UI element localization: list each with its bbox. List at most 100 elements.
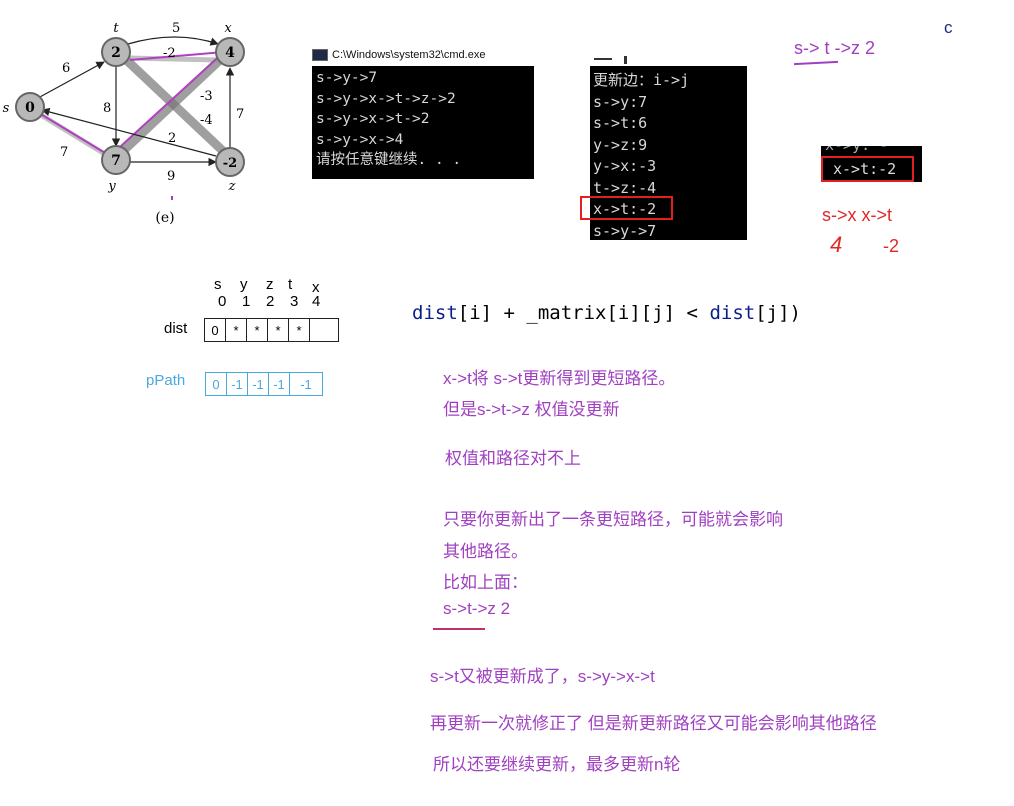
code-part: [j]) xyxy=(755,302,801,324)
edge-label: -2 xyxy=(163,46,176,61)
node-y: 7 y xyxy=(101,145,131,194)
index-1: 1 xyxy=(242,293,251,310)
ppath-cell: -1 xyxy=(268,372,290,396)
svg-text:-2: -2 xyxy=(223,156,237,171)
edge-label: 9 xyxy=(167,169,175,184)
edge-label: -4 xyxy=(200,113,213,128)
out-line: s->y->7 xyxy=(593,221,657,240)
svg-text:4: 4 xyxy=(225,45,235,61)
edge-x-y-shaded xyxy=(118,54,226,156)
note-line: 所以还要继续更新，最多更新n轮 xyxy=(433,755,681,774)
code-snippet: dist[i] + _matrix[i][j] < dist[j]) xyxy=(412,302,801,324)
note-line: 其他路径。 xyxy=(443,542,528,561)
out-line: s->y:7 xyxy=(593,92,648,111)
edge-label: 7 xyxy=(236,107,244,122)
graph-diagram: 0 s 2 t 4 x 7 y -2 z 5 6 -2 8 -3 -4 7 2 … xyxy=(3,21,245,226)
dist-cell xyxy=(309,318,339,342)
dist-cell: * xyxy=(288,318,310,342)
dist-cell: 0 xyxy=(204,318,226,342)
crop-line: x->t:-2 xyxy=(833,160,897,178)
code-part: dist xyxy=(412,302,458,324)
header-x: x xyxy=(312,279,320,296)
annotation-sx-xt: s->x x->t xyxy=(822,205,893,225)
edge-labels: 5 6 -2 8 -3 -4 7 2 7 9 xyxy=(60,21,244,184)
figure-caption: (e) xyxy=(155,210,174,226)
svg-text:0: 0 xyxy=(25,100,35,116)
note-line: 再更新一次就修正了 但是新更新路径又可能会影响其他路径 xyxy=(430,714,877,733)
note-underline xyxy=(793,60,839,66)
svg-text:x: x xyxy=(224,21,232,36)
svg-text:t: t xyxy=(113,21,119,36)
index-2: 2 xyxy=(266,293,275,310)
node-x: 4 x xyxy=(215,21,245,67)
note-line: s->t->z 2 xyxy=(443,599,511,618)
dist-cell: * xyxy=(246,318,268,342)
cmd-titlebar: C:\Windows\system32\cmd.exe xyxy=(312,44,534,66)
out-line: s->t:6 xyxy=(593,114,648,132)
annotation-minus2: -2 xyxy=(883,236,900,256)
edge-label: 6 xyxy=(62,61,70,76)
edge-t-x xyxy=(127,36,219,46)
ppath-label: pPath xyxy=(146,372,186,389)
cmd-line: s->y->x->t->2 xyxy=(316,111,430,127)
code-part: [i] + _matrix[i][j] < xyxy=(457,302,710,324)
cmd-line: s->y->x->t->z->2 xyxy=(316,90,456,107)
note-line: s->t又被更新成了，s->y->x->t xyxy=(430,667,655,686)
index-0: 0 xyxy=(218,293,227,310)
note-line: 只要你更新出了一条更短路径，可能就会影响 xyxy=(443,510,783,529)
out-line: 更新边：i->j xyxy=(593,71,690,89)
cmd-icon xyxy=(312,49,328,61)
note-line: x->t将 s->t更新得到更短路径。 xyxy=(443,369,676,388)
out-line: x->t:-2 xyxy=(593,200,657,218)
ppath-cell: -1 xyxy=(289,372,323,396)
edge-s-t xyxy=(37,61,105,99)
node-z: -2 z xyxy=(215,147,245,194)
node-s: 0 s xyxy=(3,92,45,122)
edge-label: 5 xyxy=(172,21,180,36)
edge-label: 7 xyxy=(60,145,68,160)
dist-cell: * xyxy=(225,318,247,342)
cmd-title: C:\Windows\system32\cmd.exe xyxy=(332,49,486,61)
annotation-4: 4 xyxy=(830,232,843,257)
ppath-cell: -1 xyxy=(226,372,248,396)
ppath-cell: 0 xyxy=(205,372,227,396)
node-t: 2 t xyxy=(101,21,131,67)
svg-text:z: z xyxy=(228,179,236,194)
svg-text:y: y xyxy=(107,179,116,194)
dist-array: 0 * * * * xyxy=(204,318,339,342)
note-line: 比如上面： xyxy=(443,573,528,592)
cmd-line: 请按任意键继续. . . xyxy=(316,152,462,168)
out-line: y->x:-3 xyxy=(593,157,657,175)
header-z: z xyxy=(266,276,274,293)
out-line: y->z:9 xyxy=(593,135,648,154)
edge-label: -3 xyxy=(200,89,213,104)
header-t: t xyxy=(288,276,293,293)
header-s: s xyxy=(214,276,222,293)
output-console: 更新边：i->j s->y:7 s->t:6 y->z:9 y->x:-3 t->z:-4… xyxy=(590,66,747,240)
header-y: y xyxy=(240,276,248,293)
svg-text:7: 7 xyxy=(111,153,121,169)
corner-letter: c xyxy=(944,18,953,37)
edge-label: 8 xyxy=(103,101,111,116)
note-top-right: s-> t ->z 2 xyxy=(794,38,876,58)
index-3: 3 xyxy=(290,293,299,310)
dist-cell: * xyxy=(267,318,289,342)
highlight-box xyxy=(580,196,673,220)
note-line: 权值和路径对不上 xyxy=(445,449,581,468)
code-part: dist xyxy=(709,302,756,324)
output-titlebar-fragment xyxy=(590,52,747,66)
console-crop: x->y: - x->t:-2 xyxy=(821,146,922,182)
svg-text:2: 2 xyxy=(111,45,121,61)
ppath-array: 0 -1 -1 -1 -1 xyxy=(205,372,323,396)
note-underline-red xyxy=(433,628,485,630)
out-line: t->z:-4 xyxy=(593,178,657,197)
ppath-cell: -1 xyxy=(247,372,269,396)
note-line: 但是s->t->z 权值没更新 xyxy=(443,400,620,419)
svg-text:s: s xyxy=(3,101,10,116)
edge-label: 2 xyxy=(168,131,176,146)
index-4: 4 xyxy=(312,293,321,310)
highlight-path xyxy=(33,50,227,158)
highlight-box-crop xyxy=(821,156,914,182)
